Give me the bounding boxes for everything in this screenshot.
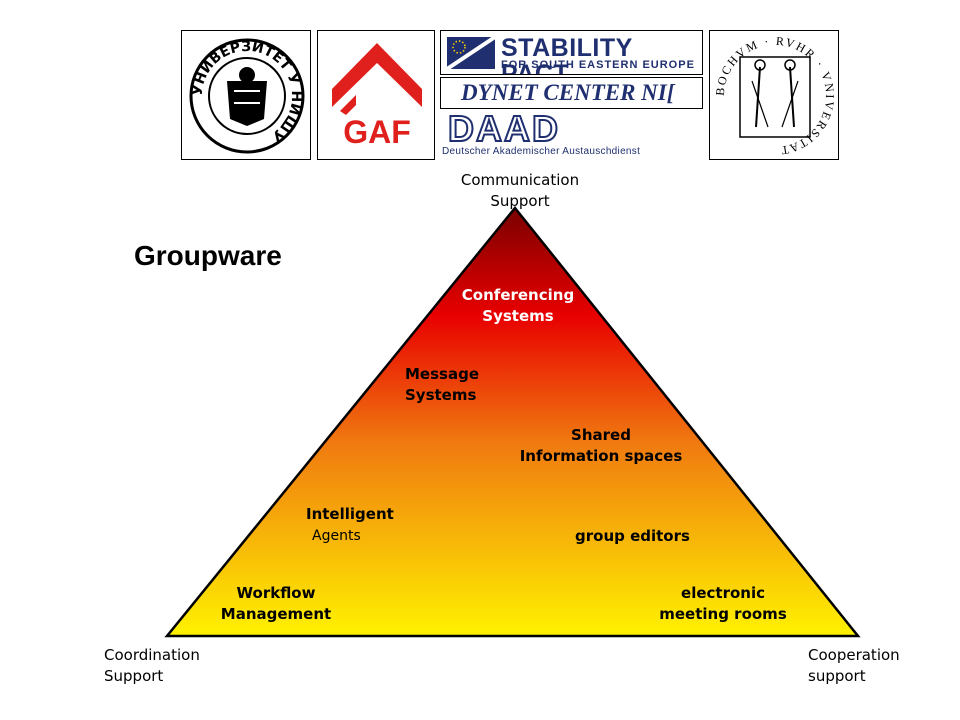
stability-pact-title: STABILITY PACT (501, 34, 633, 75)
label-workflow-management: Workflow Management (220, 584, 332, 623)
ruhr-university-bochum-logo: BOCHVM · RVHR · VNIVERSITAT (709, 30, 839, 160)
pyramid-triangle (164, 206, 861, 638)
label-conferencing-systems: Conferencing Systems (461, 286, 575, 325)
page-title: Groupware (134, 240, 282, 271)
label-message-systems: Message Systems (405, 365, 479, 404)
label-agents: Agents (312, 528, 361, 544)
label-electronic-meeting-rooms: electronic meeting rooms (659, 584, 787, 623)
label-group-editors: group editors (575, 527, 690, 545)
stability-pact-subtitle: FOR SOUTH EASTERN EUROPE (501, 59, 695, 71)
dynet-center-logo: DYNET CENTER NI[ (440, 77, 703, 109)
daad-logo: DAAD Deutscher Akademischer Austauschdie… (440, 111, 703, 160)
gaf-text: GAF (343, 114, 411, 150)
corner-label-communication: Communication Support (460, 171, 580, 210)
corner-label-cooperation: Cooperation support (808, 646, 900, 685)
dynet-center-text: DYNET CENTER NI[ (461, 80, 675, 105)
daad-text: DAAD (448, 111, 560, 145)
stability-pact-logo: STABILITY PACT FOR SOUTH EASTERN EUROPE (440, 30, 703, 75)
label-shared-information-spaces: Shared Information spaces (519, 426, 683, 465)
gaf-logo: GAF (317, 30, 435, 160)
university-nis-logo: УНИВЕРЗИТЕТ У НИШУ (181, 30, 311, 160)
daad-subtitle: Deutscher Akademischer Austauschdienst (442, 146, 641, 157)
label-intelligent: Intelligent (306, 505, 394, 523)
corner-label-coordination: Coordination Support (104, 646, 200, 685)
